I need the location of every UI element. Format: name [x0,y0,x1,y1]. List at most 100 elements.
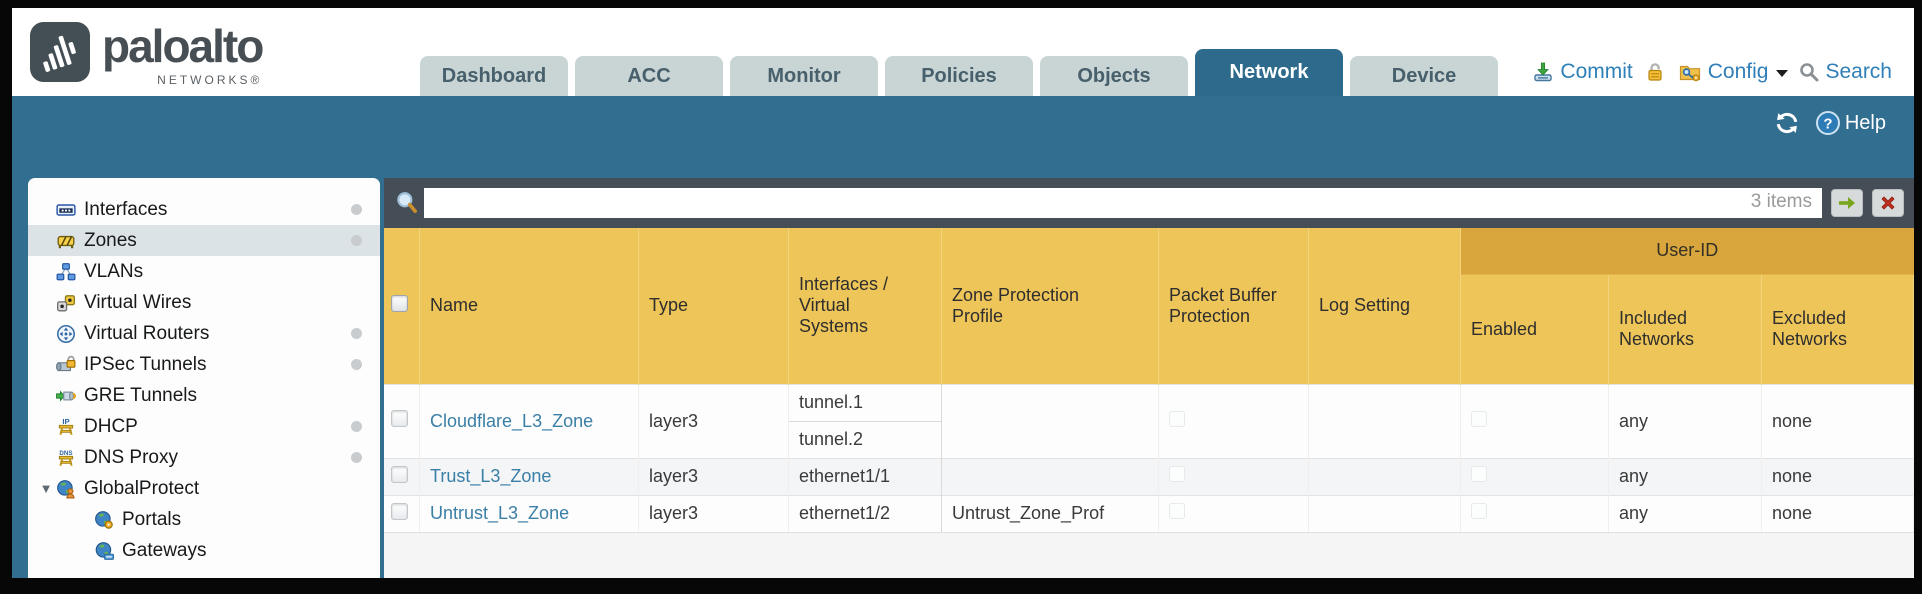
sidebar-item-dns-proxy[interactable]: DNS DNS Proxy [28,442,380,473]
column-header-included-networks[interactable]: Included Networks [1608,274,1762,384]
main-panel: 3 items [383,178,1914,578]
tab-network[interactable]: Network [1195,49,1343,96]
packet-buffer-protection-cell [1158,383,1309,458]
items-count: 3 items [1750,191,1812,212]
zone-name-link[interactable]: Untrust_L3_Zone [430,503,570,523]
user-id-enabled-checkbox[interactable] [1471,503,1487,519]
virtual-routers-icon [56,324,78,344]
help-label: Help [1844,111,1886,134]
search-icon [1800,63,1819,82]
filter-input-box: 3 items [423,188,1822,218]
table-row: tunnel.2 [384,421,1914,458]
zone-name-link[interactable]: Trust_L3_Zone [430,466,552,486]
log-setting-cell [1308,494,1461,533]
column-header-zone-protection-profile[interactable]: Zone Protection Profile [941,228,1159,384]
sidebar-item-label: Portals [122,508,182,530]
config-label: Config [1707,60,1769,83]
top-actions: Commit Config [1531,60,1892,84]
lock-icon[interactable] [1643,60,1667,84]
packet-buffer-protection-checkbox[interactable] [1169,466,1185,482]
portals-icon [94,510,116,530]
row-select-checkbox[interactable] [390,465,408,483]
sidebar-item-label: DNS Proxy [84,446,178,468]
expand-arrow-icon[interactable]: ▼ [39,481,53,496]
packet-buffer-protection-cell [1158,457,1309,495]
zone-type-cell: layer3 [638,457,789,495]
brand-subtitle: NETWORKS® [157,73,263,87]
sidebar-item-label: VLANs [84,260,144,282]
sidebar-item-label: DHCP [84,415,138,437]
sidebar-item-vlans[interactable]: VLANs [28,256,380,287]
row-select-cell [383,494,420,533]
row-select-checkbox[interactable] [390,410,408,427]
excluded-networks-cell: none [1761,457,1914,495]
packet-buffer-protection-checkbox[interactable] [1169,410,1185,427]
interface-cell: ethernet1/1 [788,457,942,495]
column-header-interfaces[interactable]: Interfaces / Virtual Systems [788,228,942,384]
tab-objects[interactable]: Objects [1040,56,1188,96]
row-select-checkbox[interactable] [390,502,408,520]
filter-input[interactable] [423,188,1822,218]
interface-cell: ethernet1/2 [788,494,942,533]
column-header-enabled[interactable]: Enabled [1460,274,1609,384]
commit-button[interactable]: Commit [1531,60,1633,84]
column-header-type[interactable]: Type [638,228,789,384]
row-select-cell [383,383,420,458]
sidebar-item-gre-tunnels[interactable]: GRE Tunnels [28,380,380,411]
brand-logo: paloalto NETWORKS® [30,20,264,87]
zone-name-cell: Untrust_L3_Zone [419,494,639,533]
column-header-excluded-networks[interactable]: Excluded Networks [1761,274,1914,384]
select-all-checkbox[interactable] [390,294,408,312]
paloalto-logo-icon [30,22,90,82]
clear-filter-button[interactable] [1872,189,1904,217]
sidebar-item-zones[interactable]: Zones [28,225,380,256]
status-dot [350,328,362,339]
log-setting-cell [1308,383,1461,458]
config-menu-button[interactable]: Config [1677,60,1789,84]
select-all-header [383,228,420,384]
column-header-packet-buffer-protection[interactable]: Packet Buffer Protection [1158,228,1309,384]
sidebar-item-portals[interactable]: Portals [28,504,380,535]
sidebar-item-gateways[interactable]: Gateways [28,535,380,566]
zone-name-link[interactable]: Cloudflare_L3_Zone [430,410,594,431]
interface-cell: tunnel.2 [788,421,942,458]
refresh-icon[interactable] [1773,109,1801,137]
excluded-networks-cell: none [1761,383,1914,458]
user-id-enabled-cell [1460,457,1609,495]
included-networks-cell: any [1608,494,1762,533]
svg-text:DNS: DNS [59,450,72,457]
apply-filter-button[interactable] [1831,189,1863,217]
help-button[interactable]: ? Help [1815,110,1886,136]
zone-name-cell: Cloudflare_L3_Zone [419,383,639,458]
tab-device[interactable]: Device [1350,56,1498,96]
zone-name-cell: Trust_L3_Zone [419,457,639,495]
tab-dashboard[interactable]: Dashboard [420,56,568,96]
tab-acc[interactable]: ACC [575,56,723,96]
column-header-log-setting[interactable]: Log Setting [1308,228,1461,384]
sidebar-item-ipsec-tunnels[interactable]: IPSec Tunnels [28,349,380,380]
user-id-enabled-checkbox[interactable] [1471,410,1487,427]
sidebar-item-virtual-routers[interactable]: Virtual Routers [28,318,380,349]
sidebar-item-interfaces[interactable]: Interfaces [28,194,380,225]
user-id-enabled-checkbox[interactable] [1471,466,1487,482]
packet-buffer-protection-checkbox[interactable] [1169,503,1185,519]
user-id-group-header: User-ID [1460,228,1914,275]
included-networks-cell: any [1608,383,1762,458]
band-utilities: ? Help [12,96,1914,150]
tab-policies[interactable]: Policies [885,56,1033,96]
sidebar-item-globalprotect[interactable]: ▼GlobalProtect [28,473,380,504]
tab-monitor[interactable]: Monitor [730,56,878,96]
column-header-name[interactable]: Name [419,228,639,384]
chevron-down-icon [1776,70,1789,77]
search-button[interactable]: Search [1798,60,1892,84]
sidebar-item-virtual-wires[interactable]: Virtual Wires [28,287,380,318]
user-id-enabled-cell [1460,383,1609,458]
sidebar-item-label: Virtual Routers [84,322,210,344]
user-id-enabled-cell [1460,494,1609,533]
gateways-icon [94,541,116,561]
